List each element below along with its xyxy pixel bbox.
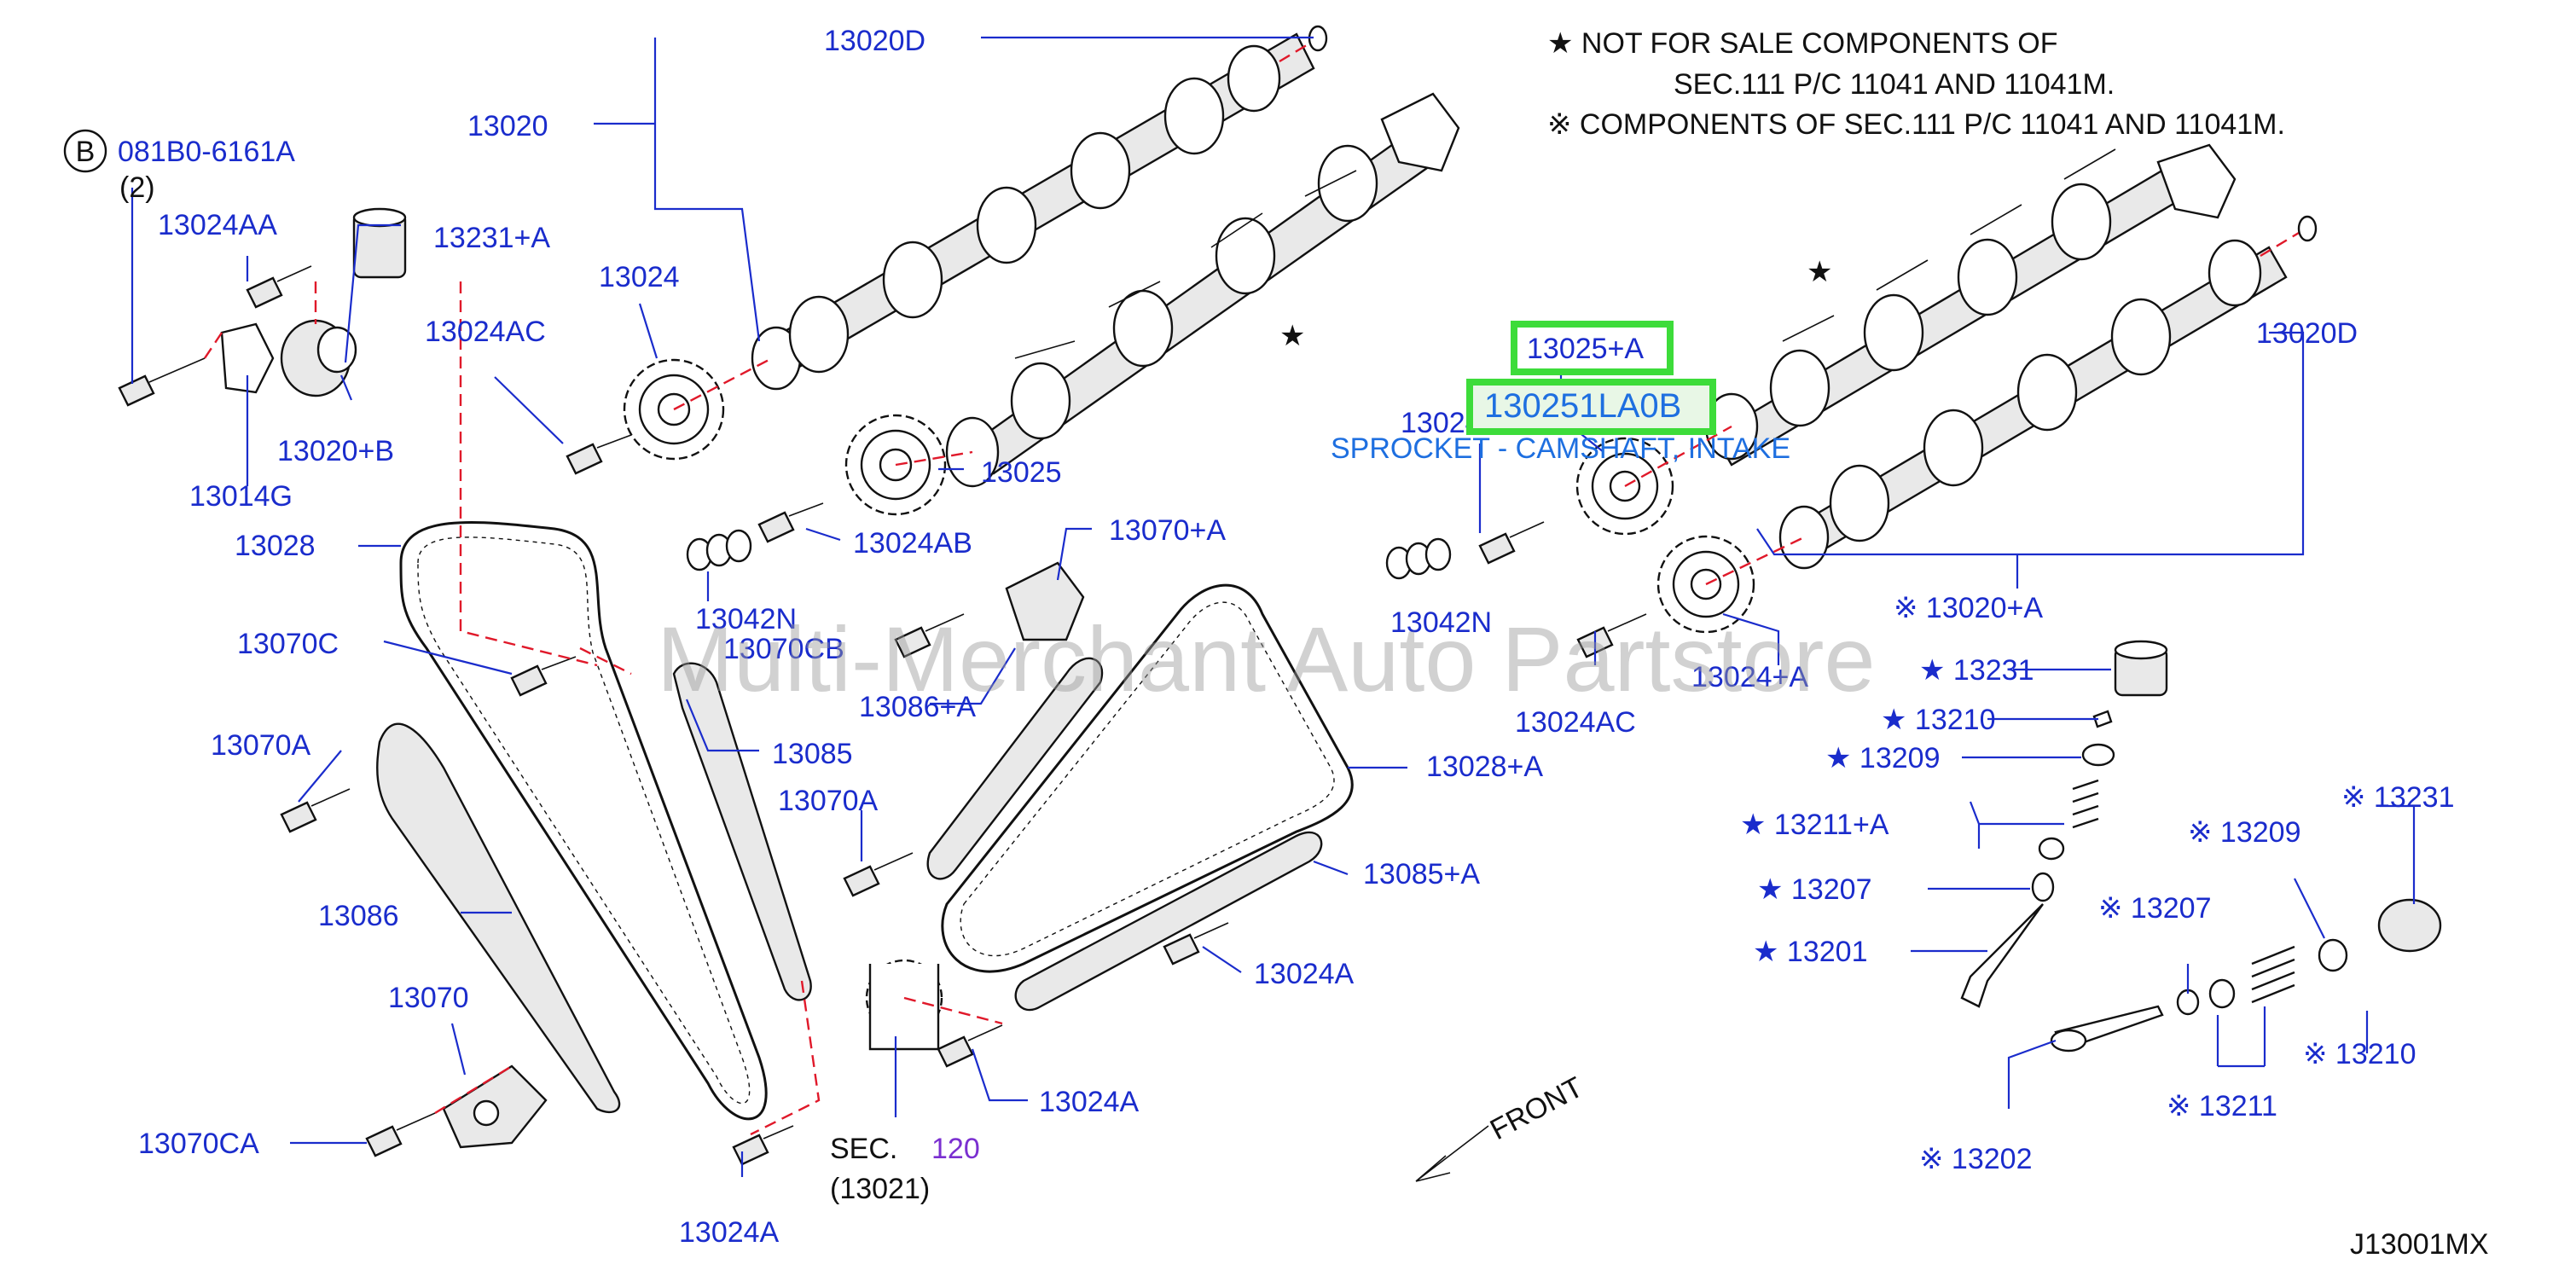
label-ref-13211: ※ 13211 (2167, 1090, 2277, 1122)
tensioner-13070A (1005, 561, 1085, 641)
label-star-13231: ★ 13231 (1919, 654, 2034, 687)
label-13020A: ※ 13020+A (1894, 592, 2043, 624)
assembly-guide-lines (204, 281, 1805, 1136)
note-line-1: ★ NOT FOR SALE COMPONENTS OF (1547, 27, 2057, 60)
label-13024A-bottom: 13024A (679, 1216, 780, 1249)
label-star-13209: ★ 13209 (1825, 742, 1940, 774)
label-13025A: 13025+A (1527, 333, 1644, 365)
label-13014G: 13014G (189, 480, 293, 513)
washers-13042N-right (1385, 537, 1452, 580)
chain-guide-13085A (1014, 831, 1323, 1012)
label-13024A-low: 13024A (1039, 1086, 1140, 1118)
label-081B0-qty: (2) (119, 171, 155, 204)
highlight-box-13025A (1511, 321, 1674, 375)
highlight-part-number[interactable]: 130251LA0B (1484, 387, 1681, 425)
chain-guide-13085 (672, 662, 812, 1001)
label-13024: 13024 (599, 261, 680, 293)
star-mark-right: ★ (1807, 256, 1832, 288)
label-13086: 13086 (318, 900, 399, 932)
label-13085: 13085 (772, 738, 853, 770)
label-13028A: 13028+A (1426, 751, 1543, 783)
label-13070A-plus: 13070+A (1109, 514, 1226, 547)
label-ref-13202: ※ 13202 (1919, 1143, 2032, 1175)
tensioner-13070 (442, 1064, 548, 1149)
label-13024AA: 13024AA (158, 209, 277, 241)
label-sec-sub: (13021) (830, 1173, 930, 1205)
label-ref-13231: ※ 13231 (2341, 781, 2454, 814)
watermark: Multi-Merchant Auto Partstore (657, 607, 1876, 710)
chain-guide-13086A (926, 657, 1104, 880)
label-13086A: 13086+A (859, 691, 976, 723)
label-star-13210: ★ 13210 (1881, 704, 1995, 736)
badge-b-letter: B (76, 136, 96, 168)
label-13020: 13020 (467, 110, 548, 142)
label-star-13207: ★ 13207 (1757, 873, 1871, 906)
label-13020D-right: 13020D (2256, 317, 2358, 350)
label-13231A-top: 13231+A (433, 222, 550, 254)
label-sec-prefix: SEC. (830, 1133, 897, 1165)
chain-guide-13086 (376, 722, 621, 1114)
camshaft-right-upper (1704, 143, 2237, 467)
label-13025: 13025 (981, 456, 1062, 489)
timing-chain-13028 (399, 520, 768, 1121)
plunger-13231A (352, 207, 407, 279)
washers-13042N-left (686, 529, 752, 571)
highlight-part-description: SPROCKET - CAMSHAFT, INTAKE (1331, 432, 1790, 465)
badge-b-icon (63, 129, 107, 173)
label-081B0: 081B0-6161A (118, 136, 295, 168)
label-sec-120[interactable]: 120 (931, 1133, 980, 1165)
label-star-13211A: ★ 13211+A (1740, 809, 1889, 841)
bolts (118, 265, 1647, 1166)
label-13070C: 13070C (237, 628, 339, 660)
label-13070CB: 13070CB (723, 633, 844, 665)
note-line-2: SEC.111 P/C 11041 AND 11041M. (1674, 68, 2115, 101)
label-13024A-mid: 13024A (1254, 958, 1355, 990)
front-arrow-icon (1415, 1125, 1489, 1182)
label-13070: 13070 (388, 982, 469, 1014)
camshaft-left-lower (945, 92, 1460, 488)
label-ref-13210: ※ 13210 (2303, 1038, 2416, 1070)
label-13024AB-left: 13024AB (853, 527, 972, 560)
label-13070CA: 13070CA (138, 1128, 259, 1160)
label-13085A: 13085+A (1363, 858, 1480, 890)
label-13024AC-right: 13024AC (1515, 706, 1636, 739)
camshaft-right-lower (1778, 215, 2318, 570)
valvetrain-star (1960, 640, 2442, 1053)
label-13042N-left: 13042N (695, 603, 797, 635)
front-label: FRONT (1485, 1071, 1588, 1147)
star-mark-left: ★ (1279, 320, 1305, 352)
diagram-id: J13001MX (2350, 1228, 2489, 1261)
label-13070A-mid: 13070A (778, 785, 879, 817)
timing-chain-13028A (941, 583, 1354, 973)
label-13070A-left: 13070A (211, 729, 311, 762)
highlight-box-part (1466, 379, 1716, 435)
label-13028: 13028 (235, 530, 316, 562)
note-line-3: ※ COMPONENTS OF SEC.111 P/C 11041 AND 11… (1547, 108, 2285, 141)
label-star-13201: ★ 13201 (1753, 936, 1867, 968)
label-13042N-right: 13042N (1390, 606, 1492, 639)
label-13020D-left: 13020D (824, 25, 925, 57)
tensioner-13020B (220, 319, 357, 397)
label-ref-13207: ※ 13207 (2098, 892, 2211, 925)
label-13020B: 13020+B (277, 435, 394, 467)
camshaft-left-upper (751, 25, 1328, 391)
label-ref-13209: ※ 13209 (2188, 816, 2300, 849)
label-13024A-plus: 13024+A (1691, 661, 1808, 693)
label-13024AC-left: 13024AC (425, 316, 546, 348)
leader-lines (131, 36, 2416, 1177)
